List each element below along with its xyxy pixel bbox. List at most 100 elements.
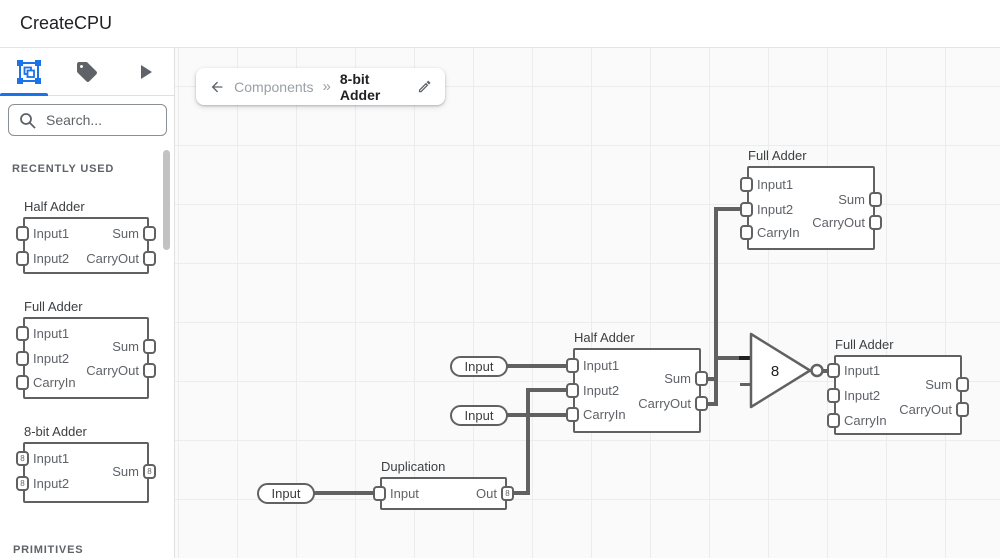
node-frame (573, 348, 701, 433)
port-pin[interactable] (956, 377, 969, 392)
node-full-adder-right[interactable]: Full Adder Input1 Input2 CarryIn Sum Car… (827, 338, 969, 435)
port-label: Sum (664, 371, 691, 386)
port-pin[interactable] (566, 383, 579, 398)
port-label: CarryIn (583, 407, 626, 422)
not-gate-bus-width: 8 (771, 363, 779, 380)
breadcrumb-separator: » (322, 78, 331, 95)
library-item-half-adder[interactable]: Half Adder Input1 Input2 Sum CarryOut (16, 200, 156, 274)
pencil-icon[interactable] (417, 78, 432, 95)
port-label: Input1 (583, 358, 620, 373)
port-pin[interactable] (695, 371, 708, 386)
port-label: Input1 (757, 177, 794, 192)
not-gate-input-stub[interactable] (740, 383, 752, 386)
input-pill-label: Input (464, 359, 494, 374)
sidebar: RECENTLY USED Half Adder Input1 Input2 S… (0, 48, 175, 558)
input-pill[interactable]: Input (450, 405, 508, 426)
port-pin (143, 251, 156, 266)
port-label: Sum (112, 464, 139, 479)
input-pill[interactable]: Input (450, 356, 508, 377)
port-pin (16, 326, 29, 341)
port-label: Sum (925, 377, 952, 392)
port-pin: 8 (16, 451, 29, 466)
input-pill[interactable]: Input (257, 483, 315, 504)
tab-components[interactable] (0, 48, 58, 95)
wire[interactable] (704, 377, 716, 381)
node-frame (23, 217, 149, 274)
port-label: CarryOut (86, 363, 139, 378)
node-full-adder-top[interactable]: Full Adder Input1 Input2 CarryIn Sum Car… (740, 149, 882, 250)
port-pin: 8 (143, 464, 156, 479)
port-label: Input1 (844, 363, 881, 378)
port-pin[interactable] (956, 402, 969, 417)
port-pin[interactable] (566, 358, 579, 373)
port-pin[interactable] (695, 396, 708, 411)
divider (0, 95, 175, 96)
node-frame (834, 355, 962, 435)
library-item-title: Full Adder (24, 299, 83, 314)
wire[interactable] (506, 364, 570, 368)
port-pin (16, 351, 29, 366)
port-label: Input1 (33, 326, 70, 341)
port-pin[interactable] (827, 413, 840, 428)
breadcrumb-parent[interactable]: Components (234, 78, 314, 95)
library-item-8bit-adder[interactable]: 8-bit Adder 8 Input1 8 Input2 8 Sum (16, 425, 156, 503)
wire[interactable] (820, 369, 830, 373)
port-label: Out (476, 486, 497, 501)
port-label: CarryOut (638, 396, 691, 411)
node-half-adder[interactable]: Half Adder Input1 Input2 CarryIn Sum Car… (566, 331, 708, 433)
tab-simulate[interactable] (116, 48, 174, 95)
node-title: Half Adder (574, 330, 635, 345)
port-pin[interactable] (827, 388, 840, 403)
sidebar-scrollbar[interactable] (163, 150, 170, 250)
node-title: Full Adder (748, 148, 807, 163)
wire[interactable] (506, 413, 570, 417)
port-pin[interactable] (566, 407, 579, 422)
port-label: Input2 (757, 202, 794, 217)
search-box[interactable] (8, 104, 167, 136)
selected-tab-indicator (0, 93, 48, 96)
node-frame (747, 166, 875, 250)
wire[interactable] (312, 491, 376, 495)
port-pin[interactable] (740, 225, 753, 240)
wire[interactable] (526, 388, 571, 392)
port-label: Input2 (33, 351, 70, 366)
port-label: Input2 (33, 476, 70, 491)
wire[interactable] (714, 356, 752, 360)
port-pin[interactable] (740, 177, 753, 192)
library-item-full-adder[interactable]: Full Adder Input1 Input2 CarryIn Sum Car… (16, 300, 156, 399)
port-pin[interactable]: 8 (501, 486, 514, 501)
not-gate[interactable]: 8 (745, 329, 829, 413)
node-duplication[interactable]: Duplication Input 8 Out (373, 460, 514, 510)
port-pin[interactable] (869, 215, 882, 230)
port-pin (16, 226, 29, 241)
wire[interactable] (714, 207, 744, 211)
port-pin (16, 251, 29, 266)
not-gate-body[interactable] (749, 332, 812, 409)
not-gate-bubble[interactable] (810, 363, 824, 378)
canvas[interactable] (175, 48, 1000, 558)
library-item-title: Half Adder (24, 199, 85, 214)
bus-width-badge: 8 (20, 479, 25, 488)
wire[interactable] (510, 491, 530, 495)
port-label: CarryOut (86, 251, 139, 266)
wire[interactable] (714, 207, 718, 406)
port-label: Input (390, 486, 419, 501)
wire[interactable] (704, 402, 716, 406)
port-label: Input1 (33, 226, 70, 241)
port-label: Input1 (33, 451, 70, 466)
port-pin (16, 375, 29, 390)
tab-labels[interactable] (58, 48, 116, 95)
input-pill-label: Input (464, 408, 494, 423)
back-arrow-icon[interactable] (209, 78, 225, 96)
node-title: Duplication (381, 459, 446, 474)
port-pin[interactable] (740, 202, 753, 217)
app-header: CreateCPU (0, 0, 1000, 48)
search-input[interactable] (44, 111, 148, 129)
port-label: CarryIn (33, 375, 76, 390)
port-pin[interactable] (869, 192, 882, 207)
port-pin[interactable] (373, 486, 386, 501)
wire[interactable] (526, 388, 530, 495)
wire-highlight[interactable] (739, 356, 752, 360)
port-pin[interactable] (827, 363, 840, 378)
port-pin (143, 339, 156, 354)
